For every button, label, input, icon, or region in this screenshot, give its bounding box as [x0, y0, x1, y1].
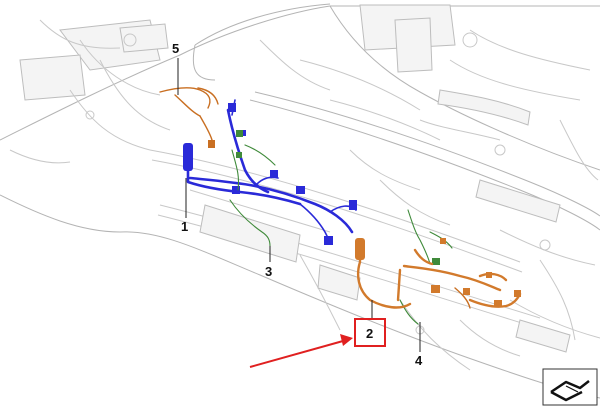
pointer-arrow: [249, 334, 353, 368]
connector: [183, 143, 193, 171]
callouts: 5 1 3 4 2: [172, 41, 423, 368]
vehicle-body-outline: [0, 3, 600, 399]
view-orientation-icon: [542, 368, 598, 406]
harness-2: [355, 238, 522, 309]
callout-4: 4: [415, 353, 423, 368]
callout-1: 1: [181, 219, 188, 234]
connector: [232, 186, 240, 194]
connector: [236, 152, 242, 158]
callout-5: 5: [172, 41, 179, 56]
connector: [432, 258, 440, 265]
connector: [324, 236, 333, 245]
connector: [440, 238, 446, 244]
harness-5: [159, 87, 219, 148]
connector: [236, 130, 243, 137]
connector: [208, 140, 215, 148]
leader-lines: [177, 58, 421, 352]
connector: [270, 170, 278, 178]
connector: [514, 290, 521, 297]
highlight-box: [354, 318, 386, 347]
connector: [463, 288, 470, 295]
connector: [228, 103, 236, 112]
connector: [349, 200, 357, 210]
connector: [494, 300, 502, 307]
callout-2: 2: [366, 326, 373, 341]
connector: [431, 285, 440, 293]
connector: [486, 272, 492, 278]
connector: [355, 238, 365, 260]
harness-3: [229, 130, 276, 247]
callout-3: 3: [265, 264, 272, 279]
connector: [296, 186, 305, 194]
